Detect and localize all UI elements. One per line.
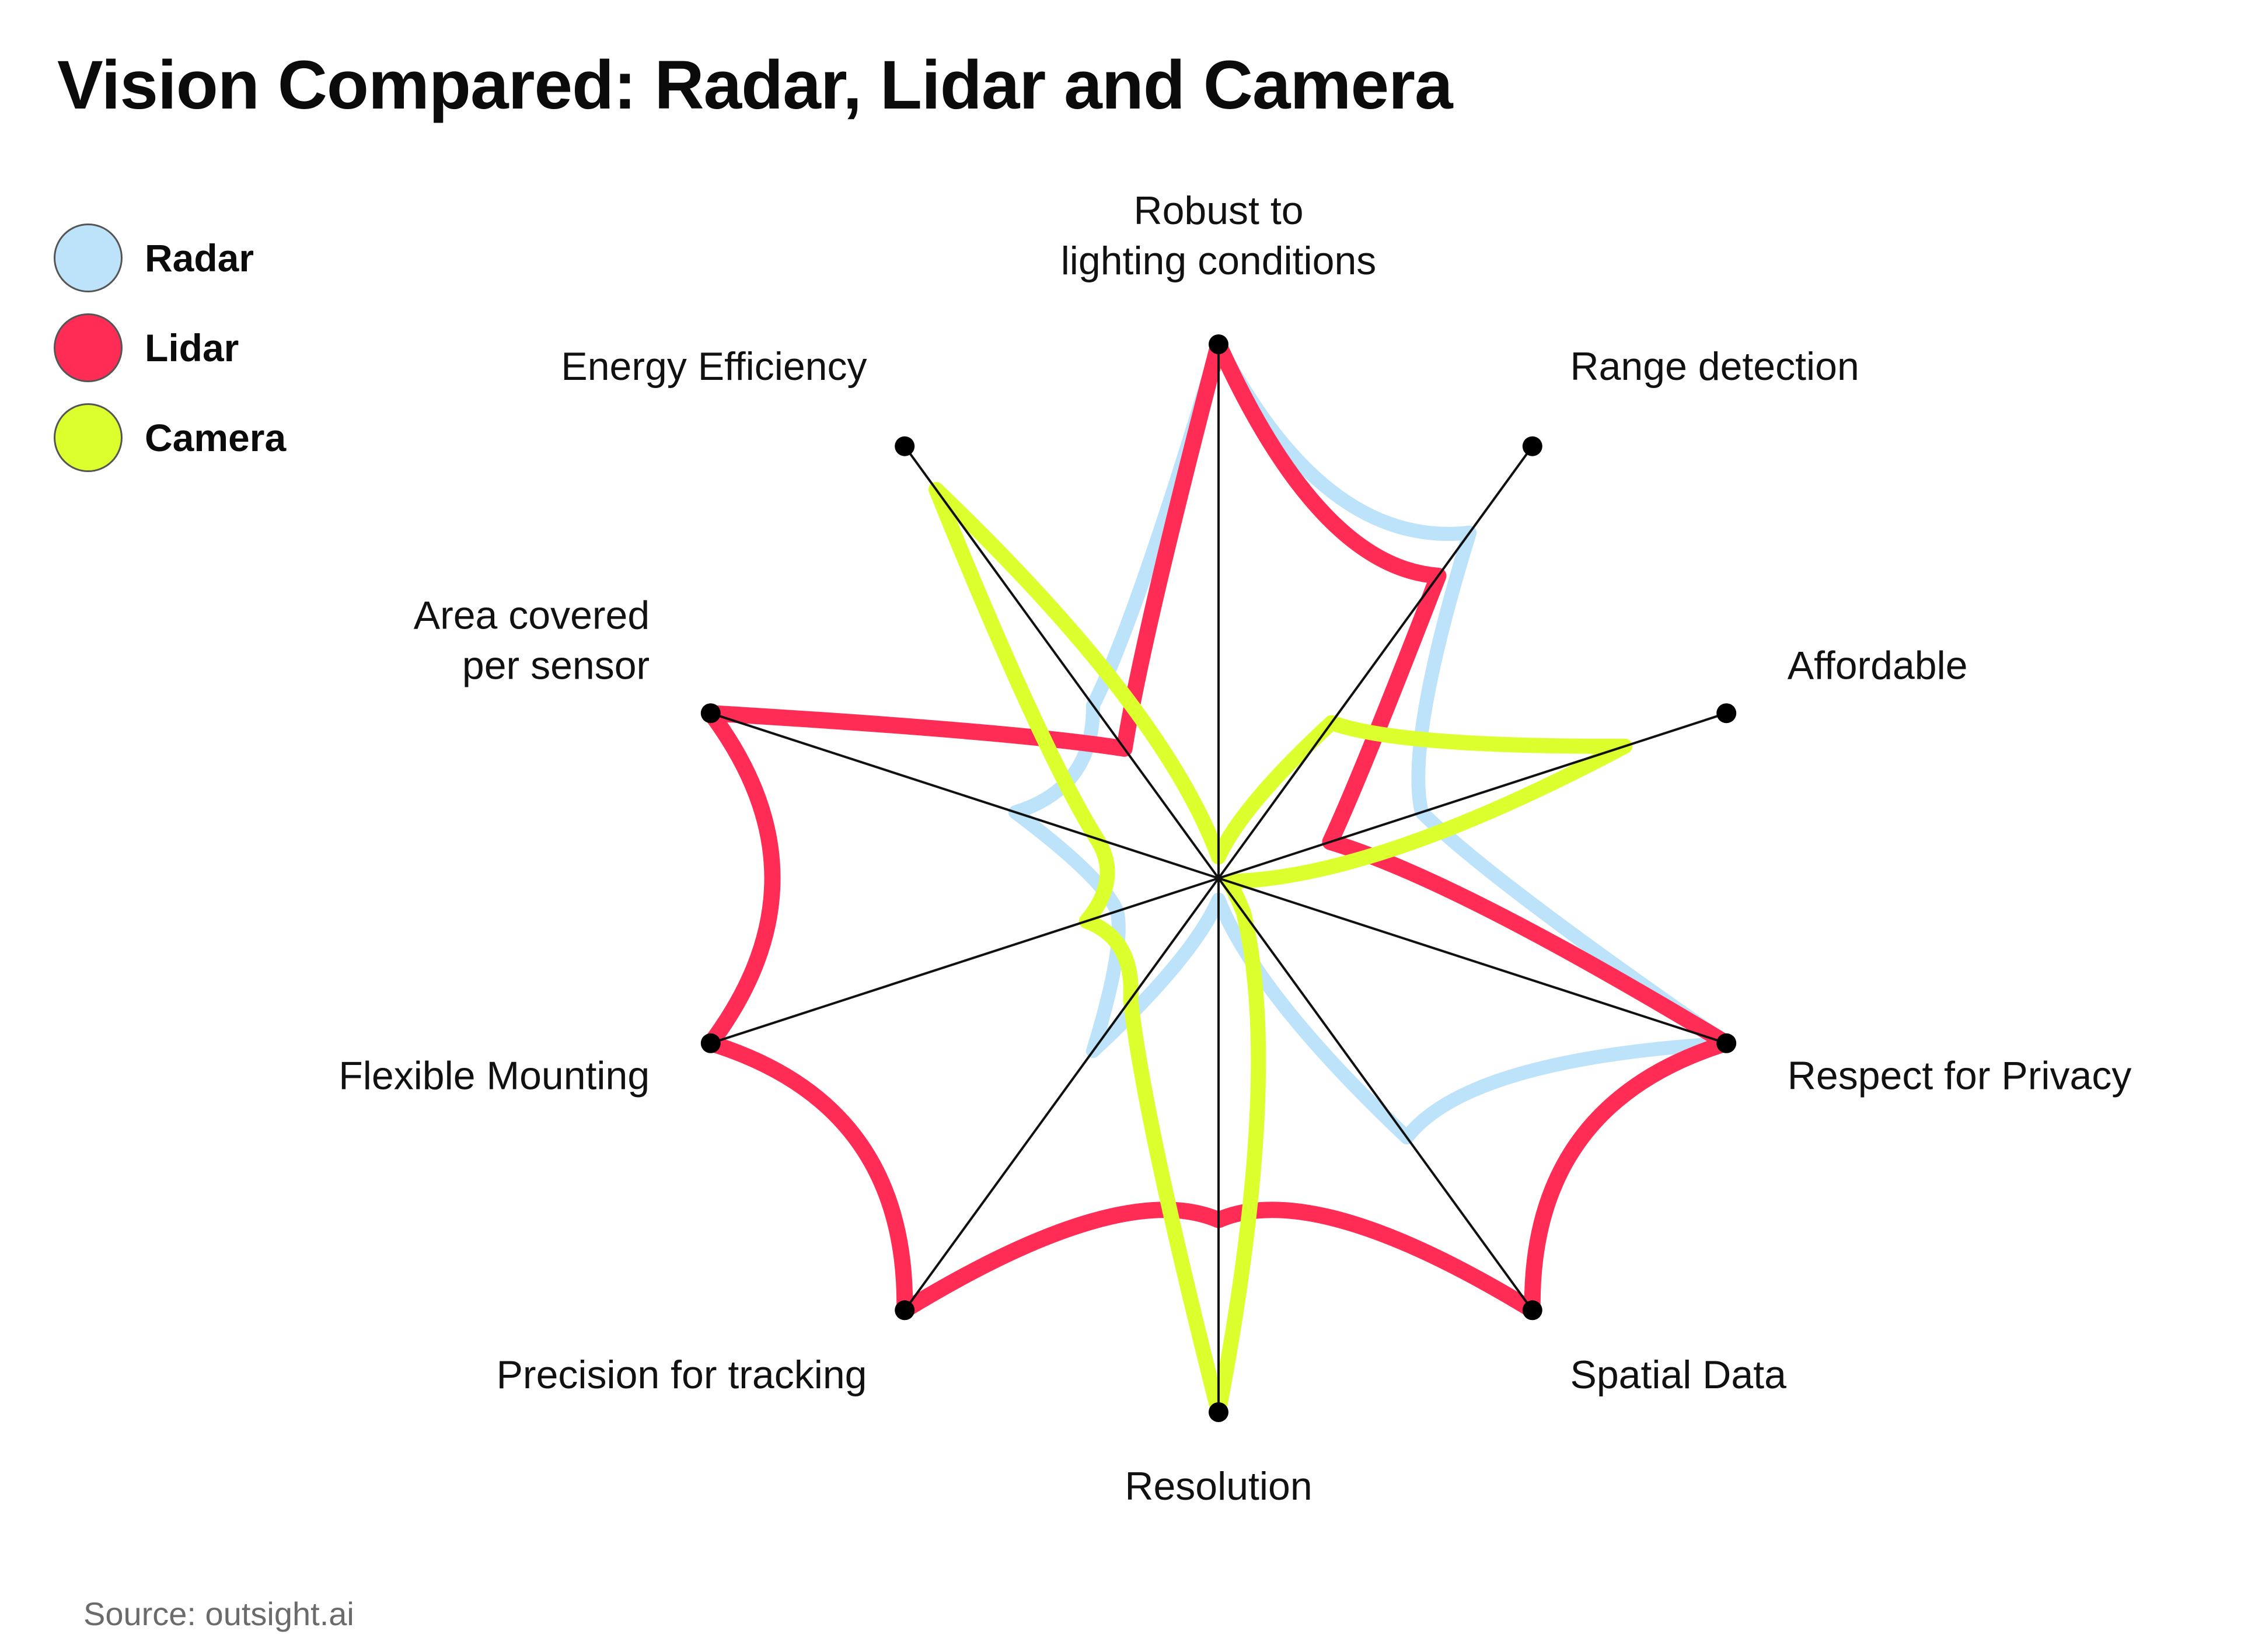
axis-label-line: Flexible Mounting [338,1054,650,1098]
axis-end-dot-area-covered-per-sensor [700,703,721,724]
axis-end-dot-spatial-data [1522,1300,1542,1321]
axis-label-line: Affordable [1788,643,1968,687]
axis-end-dot-flexible-mounting [700,1033,721,1053]
axis-label-line: Resolution [1125,1464,1312,1508]
axis-end-dot-affordable [1716,703,1737,724]
series-camera-outline [928,481,1633,1420]
axis-line-energy-efficiency [903,445,1220,879]
axis-line-flexible-mounting [710,877,1219,1045]
axis-label-line: Spatial Data [1570,1353,1787,1397]
legend-label-camera: Camera [145,416,287,459]
axis-line-affordable [1218,712,1727,879]
axis-line-range-detection [1217,445,1534,879]
legend-item-radar: Radar [54,222,286,294]
axis-label-precision-for-tracking: Precision for tracking [497,1353,867,1397]
axis-label-line: Range detection [1570,344,1859,389]
chart-title: Vision Compared: Radar, Lidar and Camera [57,47,1453,124]
axis-label-flexible-mounting: Flexible Mounting [338,1054,650,1098]
axis-end-dot-respect-for-privacy [1716,1033,1737,1053]
axis-label-energy-efficiency: Energy Efficiency [561,344,867,389]
axis-line-area-covered-per-sensor [710,712,1219,879]
axis-layer [700,334,1737,1422]
axis-label-line: Precision for tracking [497,1353,867,1397]
axis-label-area-covered-per-sensor: Area covered per sensor [414,593,650,687]
series-lidar-outline [702,336,1735,1319]
axis-label-resolution: Resolution [1125,1464,1312,1508]
axis-label-respect-for-privacy: Respect for Privacy [1788,1054,2132,1098]
axis-label-line: per sensor [462,643,650,687]
axis-line-spatial-data [1217,877,1534,1311]
axis-label-line: Respect for Privacy [1788,1054,2132,1098]
legend-swatch-camera [54,403,123,472]
axis-end-dot-robust-to-lighting-conditions [1209,334,1228,354]
source-note: Source: outsight.ai [83,1595,354,1632]
axis-label-robust-to-lighting-conditions: Robust to lighting conditions [1061,188,1377,283]
axis-label-line: lighting conditions [1061,239,1377,283]
legend-label-radar: Radar [145,236,254,280]
legend-item-camera: Camera [54,401,286,474]
legend-swatch-radar [54,223,123,292]
legend-item-lidar: Lidar [54,312,286,384]
legend: Radar Lidar Camera [54,222,286,491]
axis-end-dot-energy-efficiency [895,436,915,456]
axis-label-range-detection: Range detection [1570,344,1859,389]
axis-label-line: Area covered [414,593,650,637]
axis-label-line: Robust to [1133,188,1303,233]
axis-end-dot-range-detection [1522,436,1542,456]
axis-label-line: Energy Efficiency [561,344,867,389]
axis-end-dot-precision-for-tracking [895,1300,915,1321]
legend-label-lidar: Lidar [145,326,239,369]
axis-line-precision-for-tracking [903,877,1220,1311]
axis-line-respect-for-privacy [1218,877,1727,1045]
axis-label-spatial-data: Spatial Data [1570,1353,1787,1397]
axis-label-affordable: Affordable [1788,643,1968,687]
axis-end-dot-resolution [1209,1402,1228,1422]
legend-swatch-lidar [54,313,123,382]
